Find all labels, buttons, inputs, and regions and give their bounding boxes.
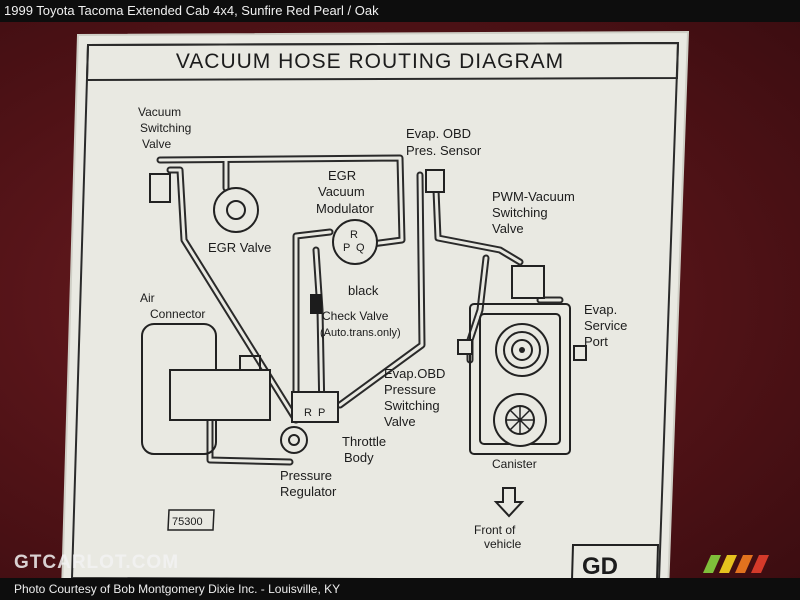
photo-caption: 1999 Toyota Tacoma Extended Cab 4x4, Sun… (0, 0, 800, 22)
logo-stripe-yellow (719, 555, 737, 573)
pressure-switching-valve-ring-2 (503, 331, 541, 369)
front-arrow-icon (493, 487, 525, 518)
vsv-label-3: Valve (142, 137, 171, 151)
psv-label-3: Switching (384, 398, 440, 413)
canister-spokes (506, 406, 534, 434)
pwm-label-2: Switching (492, 205, 548, 220)
front-label-2: vehicle (484, 537, 522, 551)
corner-code: GD (582, 553, 618, 580)
vsv-label-2: Switching (140, 121, 191, 135)
egr-mod-label-2: Vacuum (318, 184, 365, 199)
evap-pressure-sensor (425, 169, 445, 193)
pressure-regulator (280, 426, 308, 454)
logo-stripe-red (751, 555, 769, 573)
pressure-regulator-core (288, 434, 300, 446)
evap-sensor-label-1: Evap. OBD (406, 126, 471, 141)
egr-vacuum-modulator (332, 219, 378, 265)
pwm-label-1: PWM-Vacuum (492, 189, 575, 204)
service-port-label-1: Evap. (584, 302, 617, 317)
part-code: 75300 (172, 516, 203, 528)
vacuum-switching-valve (149, 173, 171, 203)
front-label-1: Front of (474, 523, 516, 537)
pressure-regulator-label-2: Regulator (280, 484, 337, 499)
logo-stripe-green (703, 555, 721, 573)
egr-valve-inner (226, 200, 246, 220)
service-port-label-3: Port (584, 334, 608, 349)
canister-label: Canister (492, 457, 537, 471)
egr-valve-label: EGR Valve (208, 240, 271, 255)
pressure-switching-valve-ring-4 (519, 347, 525, 353)
check-valve (310, 294, 322, 314)
modulator-port-q: Q (356, 242, 365, 254)
check-valve-label-2: (Auto.trans.only) (320, 327, 401, 339)
title-box (85, 41, 680, 82)
air-connector-label-1: Air (140, 291, 155, 305)
canister-housing (469, 303, 571, 455)
evap-sensor-label-2: Pres. Sensor (406, 143, 482, 158)
modulator-port-r: R (350, 229, 358, 241)
throttle-port-r: R (304, 407, 312, 419)
throttle-body-label-1: Throttle (342, 434, 386, 449)
throttle-port-p: P (318, 407, 325, 419)
air-connector-box (169, 369, 271, 421)
air-connector-hose (239, 355, 261, 370)
pressure-regulator-label-1: Pressure (280, 468, 332, 483)
pwm-vacuum-switching-valve (511, 265, 545, 299)
egr-valve-outer (213, 187, 259, 233)
black-label: black (348, 283, 379, 298)
check-valve-label-1: Check Valve (322, 309, 389, 323)
site-watermark: GTCARLOT.COM (14, 552, 180, 573)
gtcarlot-stripes-logo (703, 555, 769, 573)
psv-connector (457, 339, 473, 355)
diagram-title: VACUUM HOSE ROUTING DIAGRAM (176, 50, 564, 73)
logo-stripe-orange (735, 555, 753, 573)
evap-service-port (573, 345, 587, 361)
photo-credit: Photo Courtesy of Bob Montgomery Dixie I… (0, 578, 800, 600)
modulator-port-p: P (343, 242, 350, 254)
code-box (167, 509, 215, 531)
hose-lines (156, 154, 564, 466)
psv-label-1: Evap.OBD (384, 366, 445, 381)
throttle-body-label-2: Body (344, 450, 374, 465)
service-port-label-2: Service (584, 318, 627, 333)
egr-mod-label-3: Modulator (316, 201, 374, 216)
egr-mod-label-1: EGR (328, 168, 356, 183)
psv-label-4: Valve (384, 414, 416, 429)
pressure-switching-valve-ring-3 (511, 339, 533, 361)
air-connector-label-2: Connector (150, 307, 205, 321)
pwm-label-3: Valve (492, 221, 524, 236)
throttle-body (291, 391, 339, 423)
vsv-label-1: Vacuum (138, 105, 181, 119)
psv-label-2: Pressure (384, 382, 436, 397)
